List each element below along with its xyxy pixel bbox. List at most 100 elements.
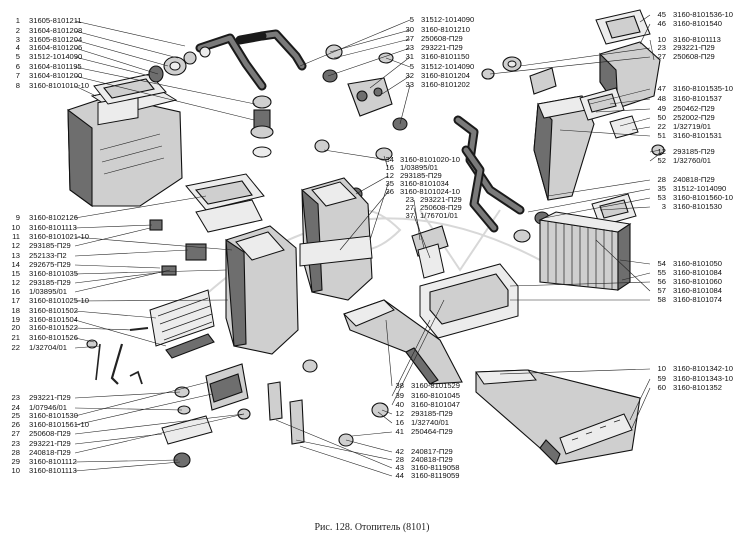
callout-part-code: 3160-8101113 bbox=[29, 466, 77, 475]
callout-part-code: 250462-П29 bbox=[673, 104, 715, 113]
callout-part-code: 3160-8101526 bbox=[29, 333, 78, 342]
callout-number: 12 bbox=[12, 241, 20, 250]
callout-number: 22 bbox=[12, 343, 20, 352]
callout-part-code: 3160-8101074 bbox=[673, 295, 722, 304]
callout-part-code: 3160-8101342-10 bbox=[673, 364, 733, 373]
air-duct bbox=[343, 299, 463, 385]
callout-part-code: 252133-П2 bbox=[29, 251, 67, 260]
callout-part-code: 3160-8119059 bbox=[411, 471, 459, 480]
callout-part-code: 3160-8101522 bbox=[29, 323, 78, 332]
callout-part-code: 250608-П29 bbox=[673, 52, 715, 61]
callout-part-code: 1/03895/01 bbox=[400, 163, 438, 172]
callout-number: 9 bbox=[16, 213, 20, 222]
callout-part-code: 3160-8101060 bbox=[673, 277, 722, 286]
callout-number: 6 bbox=[16, 62, 20, 71]
callout-part-code: 293185-П29 bbox=[29, 278, 71, 287]
callout-number: 27 bbox=[406, 203, 414, 212]
callout-part-code: 3160-8101025-10 bbox=[29, 296, 89, 305]
callout-number: 57 bbox=[658, 286, 666, 295]
duct-tall-right bbox=[533, 95, 595, 201]
callout-number: 58 bbox=[658, 295, 666, 304]
parts bbox=[67, 9, 665, 468]
callout-number: 27 bbox=[12, 429, 20, 438]
callout-number: 16 bbox=[386, 163, 394, 172]
valve-stack bbox=[250, 95, 274, 158]
callout-part-code: 31512-1014090 bbox=[421, 15, 474, 24]
callout-number: 35 bbox=[658, 184, 666, 193]
callout-number: 60 bbox=[658, 383, 666, 392]
callout-part-code: 240818-П29 bbox=[29, 448, 71, 457]
callout-number: 59 bbox=[658, 374, 666, 383]
callout-part-code: 31604-8101206 bbox=[29, 43, 82, 52]
callout-part-code: 3160-8101034 bbox=[400, 179, 449, 188]
callout-number: 3 bbox=[16, 35, 20, 44]
callout-part-code: 31604-8101200 bbox=[29, 71, 82, 80]
callout-number: 16 bbox=[396, 418, 404, 427]
callout-number: 28 bbox=[12, 448, 20, 457]
callout-number: 56 bbox=[658, 277, 666, 286]
callout-number: 48 bbox=[658, 94, 666, 103]
callout-part-code: 3160-8101113 bbox=[673, 35, 721, 44]
callout-part-code: 293185-П29 bbox=[29, 241, 71, 250]
callout-part-code: 3160-8101343-10 bbox=[673, 374, 733, 383]
callout-part-code: 3160-8101050 bbox=[673, 259, 722, 268]
callout-number: 18 bbox=[12, 306, 20, 315]
callout-number: 52 bbox=[658, 156, 666, 165]
callout-number: 23 bbox=[406, 195, 414, 204]
callout-number: 12 bbox=[386, 171, 394, 180]
callout-part-code: 293185-П29 bbox=[400, 171, 442, 180]
callout-part-code: 293185-П29 bbox=[411, 409, 453, 418]
callout-number: 5 bbox=[410, 15, 414, 24]
callout-part-code: 3160-8101084 bbox=[673, 286, 722, 295]
callout-part-code: 1/07946/01 bbox=[29, 403, 67, 412]
callout-number: 2 bbox=[16, 26, 20, 35]
callout-part-code: 3160-8101084 bbox=[673, 268, 722, 277]
callout-part-code: 1/32719/01 bbox=[673, 122, 711, 131]
callout-number: 29 bbox=[12, 457, 20, 466]
callout-number: 28 bbox=[658, 175, 666, 184]
callout-number: 22 bbox=[658, 122, 666, 131]
callout-part-code: 250608-П29 bbox=[29, 429, 71, 438]
callout-number: 51 bbox=[658, 131, 666, 140]
hoses-right bbox=[453, 115, 525, 233]
callout-part-code: 250608-П29 bbox=[421, 34, 463, 43]
lower-brackets bbox=[161, 363, 305, 445]
callout-number: 37 bbox=[406, 211, 414, 220]
callout-number: 36 bbox=[386, 187, 394, 196]
callout-number: 7 bbox=[16, 71, 20, 80]
callout-part-code: 3160-8101504 bbox=[29, 315, 78, 324]
callout-part-code: 3160-8102126 bbox=[29, 213, 78, 222]
callout-part-code: 293221-П29 bbox=[29, 393, 71, 402]
callout-part-code: 3160-8119058 bbox=[411, 463, 459, 472]
adapter-frame bbox=[185, 173, 265, 233]
callout-number: 45 bbox=[658, 10, 666, 19]
hose-fittings bbox=[411, 56, 557, 279]
callout-number: 15 bbox=[12, 269, 20, 278]
callout-part-code: 3160-8101535-10 bbox=[673, 84, 733, 93]
callout-part-code: 3160-8101540 bbox=[673, 19, 722, 28]
callout-number: 12 bbox=[658, 147, 666, 156]
callout-number: 20 bbox=[12, 323, 20, 332]
callout-part-code: 240817-П29 bbox=[411, 447, 453, 456]
flap bbox=[149, 289, 215, 359]
callout-number: 33 bbox=[406, 80, 414, 89]
callout-part-code: 250608-П29 bbox=[420, 203, 462, 212]
callout-part-code: 3160-8101024-10 bbox=[400, 187, 460, 196]
callout-number: 23 bbox=[406, 43, 414, 52]
duct-bottom-right bbox=[475, 369, 641, 465]
callout-part-code: 252002-П29 bbox=[673, 113, 715, 122]
callout-part-code: 3160-8101502 bbox=[29, 306, 78, 315]
callout-part-code: 3160-8101020-10 bbox=[400, 155, 460, 164]
callout-number: 47 bbox=[658, 84, 666, 93]
callout-part-code: 1/76701/01 bbox=[420, 211, 458, 220]
callout-number: 55 bbox=[658, 268, 666, 277]
callout-part-code: 3160-8101035 bbox=[29, 269, 78, 278]
callout-number: 10 bbox=[12, 223, 20, 232]
callout-number: 8 bbox=[16, 81, 20, 90]
callout-part-code: 292675-П29 bbox=[29, 260, 71, 269]
callout-number: 32 bbox=[406, 71, 414, 80]
callout-part-code: 3160-8101010-10 bbox=[29, 81, 89, 90]
